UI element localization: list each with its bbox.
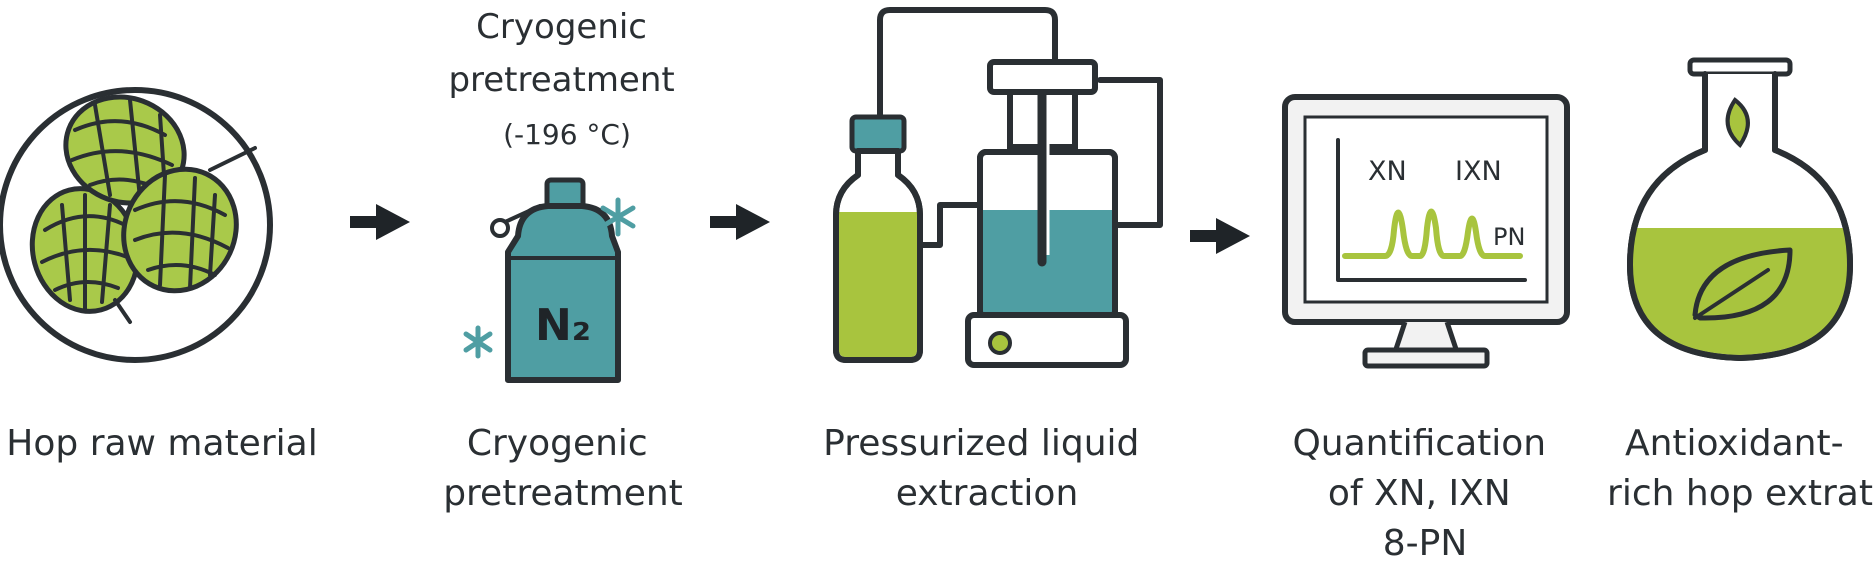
arrow-right-icon [1190,218,1250,254]
step-label-cryogenic: Cryogenic pretreatment [443,423,683,514]
arrow-right-icon [350,204,410,240]
step-label-hop-extract: Antioxidant- rich hop extrat [1607,423,1873,514]
extraction-apparatus-icon [833,7,1163,368]
tank-label: N₂ [535,300,591,351]
cryogenic-note: Cryogenic pretreatment (-196 °C) [448,7,685,151]
peak-label-ixn: IXN [1455,156,1502,187]
nitrogen-tank-icon: N₂ [463,177,636,383]
peak-label-xn: XN [1368,156,1407,187]
step-label-quantification: Quantification of XN, IXN 8-PN [1292,423,1557,564]
snowflake-icon [463,197,636,359]
step-label-extraction: Pressurized liquid extraction [823,423,1151,514]
arrow-right-icon [710,204,770,240]
step-label-hop-raw-material: Hop raw material [6,423,317,464]
chromatograph-monitor-icon: XN IXN PN [1282,94,1570,369]
flask-leaf-icon [1627,57,1853,361]
peak-label-pn: PN [1493,223,1525,251]
hop-cones-icon [0,87,273,363]
